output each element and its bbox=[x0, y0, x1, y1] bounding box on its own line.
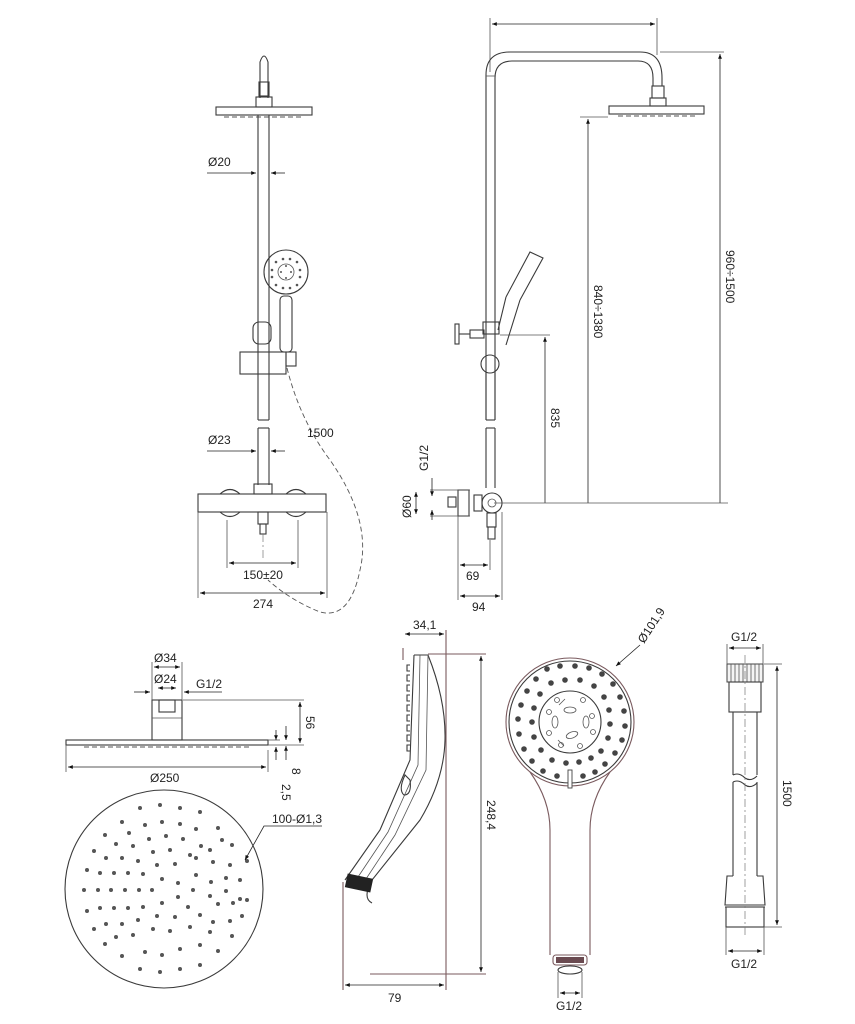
dim-depth-inner: 69 bbox=[466, 569, 480, 583]
nozzle-pattern bbox=[82, 803, 249, 974]
overhead-disc-edge bbox=[65, 739, 269, 746]
dim-holder-height: 835 bbox=[548, 408, 562, 428]
hand-shower-head bbox=[263, 249, 309, 295]
front-view: Ø20 Ø23 1500 bbox=[197, 55, 364, 614]
hand-shower-profile bbox=[366, 654, 446, 904]
overhead-shower-view: Ø34 Ø24 G1/2 56 8 2,5 Ø250 bbox=[64, 651, 322, 989]
dim-disc-thickness: 8 bbox=[289, 768, 303, 775]
dim-head-height: 840÷1380 bbox=[591, 285, 605, 339]
dim-hand-shower-depth: 34,1 bbox=[413, 618, 437, 632]
dim-flange-diameter: Ø60 bbox=[400, 495, 414, 518]
hand-shower-front-view: Ø101,9 G1/2 bbox=[505, 605, 668, 1013]
hose-path bbox=[267, 367, 364, 614]
dim-connector-inner: Ø24 bbox=[154, 672, 177, 686]
overhead-head-edge bbox=[215, 106, 313, 116]
dim-depth-outer: 94 bbox=[472, 600, 486, 614]
dim-disc-diameter: Ø250 bbox=[150, 771, 180, 785]
dim-mixer-width: 274 bbox=[253, 597, 273, 611]
slide-bar-holder bbox=[239, 351, 287, 375]
dim-overhead-thread: G1/2 bbox=[196, 677, 222, 691]
hand-shower-side-view: 34,1 248,4 79 bbox=[342, 618, 498, 1005]
dim-nozzle-height: 2,5 bbox=[279, 784, 293, 801]
hand-shower-handle bbox=[529, 771, 551, 955]
dim-pipe-upper: Ø20 bbox=[208, 155, 231, 169]
dim-overall-height: 960÷1500 bbox=[723, 250, 737, 304]
dim-hose-length: 1500 bbox=[307, 426, 334, 440]
dim-hose-thread-top: G1/2 bbox=[731, 630, 757, 644]
outer-nozzle-ring bbox=[515, 663, 628, 779]
thermostat-mixer bbox=[197, 493, 327, 513]
dim-hose-total-length: 1500 bbox=[780, 780, 794, 807]
shower-arm bbox=[485, 51, 663, 420]
shower-arm-nipple bbox=[259, 55, 269, 98]
dim-hose-thread-bottom: G1/2 bbox=[731, 957, 757, 971]
hand-shower-face-outer bbox=[505, 657, 635, 787]
side-view: 960÷1500 840÷1380 835 bbox=[400, 18, 737, 614]
dim-inlet-spacing: 150±20 bbox=[243, 568, 283, 582]
side-hand-shower-head bbox=[505, 251, 544, 301]
dim-side-thread: G1/2 bbox=[417, 445, 431, 471]
inner-spray-pattern bbox=[546, 697, 596, 749]
dim-connector-outer: Ø34 bbox=[154, 651, 177, 665]
dim-hand-shower-width: 79 bbox=[388, 991, 402, 1005]
overhead-disc-plan bbox=[64, 789, 264, 989]
side-overhead-head bbox=[608, 105, 705, 115]
dim-head-diameter: Ø101,9 bbox=[635, 605, 668, 646]
dim-connector-height: 56 bbox=[303, 716, 317, 730]
hose-view: G1/2 1500 G1/2 bbox=[724, 630, 794, 971]
nozzle-count-label: 100-Ø1,3 bbox=[272, 812, 322, 826]
dim-handle-thread: G1/2 bbox=[556, 999, 582, 1013]
dim-hand-shower-length: 248,4 bbox=[484, 800, 498, 830]
dim-pipe-lower: Ø23 bbox=[208, 433, 231, 447]
